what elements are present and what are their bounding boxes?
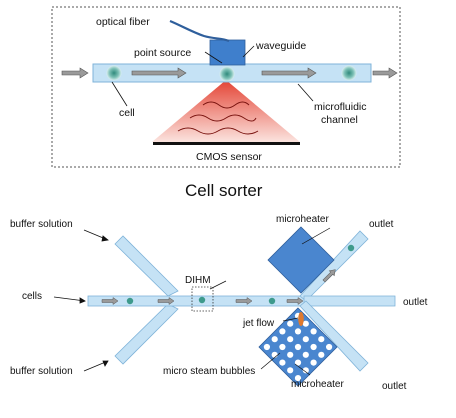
optical-fiber [169,19,230,43]
top-diagram: optical fiber point source waveguide cel… [51,6,401,168]
waveguide-block [209,39,246,66]
label-microheater-bottom: microheater [291,379,344,390]
steam-bubble [271,336,278,343]
label-cmos-sensor: CMOS sensor [196,151,262,163]
flow-arrow [131,67,187,79]
channel-inlet-top [114,235,179,297]
steam-bubble [279,359,286,366]
channel-inlet-bottom [114,303,179,365]
leader-line [204,51,223,64]
section-title: Cell sorter [185,181,263,200]
steam-bubble [302,351,309,358]
cmos-sensor-bar [153,142,300,145]
flow-arrow [157,297,175,305]
leader-line [111,81,128,107]
label-microfluidic: microfluidic [314,101,367,113]
channel-outlet-bottom [299,300,369,372]
steam-bubble [287,336,294,343]
interference-line [189,114,257,122]
label-dihm: DIHM [185,275,211,286]
cell [126,297,134,305]
steam-bubble [310,359,317,366]
pointer-arrow [83,229,109,242]
microheater-bottom [258,307,338,387]
label-waveguide: waveguide [255,40,306,52]
cell [341,65,357,81]
steam-bubble [271,351,278,358]
channel-outlet-middle [303,295,396,307]
flow-arrow [372,67,398,79]
cell [347,244,355,252]
label-outlet-top: outlet [369,219,394,230]
label-channel: channel [321,114,358,126]
label-jet-flow: jet flow [242,318,275,329]
leader-line [209,280,227,290]
interference-line [202,101,250,109]
top-dashed-frame [51,6,401,168]
cell [268,297,276,305]
cell [106,65,122,81]
flow-arrow [322,269,336,283]
cell [219,66,235,82]
light-cone [152,80,300,142]
steam-bubble [294,359,302,366]
dihm-box [191,286,214,312]
steam-bubble [294,375,302,382]
steam-bubble [302,336,309,343]
interference-line [177,127,259,135]
steam-bubble [287,320,294,327]
leader-line [242,45,255,58]
steam-bubble [279,328,286,335]
steam-bubble [294,343,302,351]
microheater-top [267,226,335,294]
label-point-source: point source [134,47,191,59]
leader-line [297,83,314,102]
pointer-arrow [53,296,86,304]
steam-bubble [287,367,294,374]
steam-bubble [302,320,309,327]
leader-line [294,363,311,376]
jet-flow-marker [298,312,304,326]
leader-line [301,227,331,245]
steam-bubble [294,328,302,335]
label-buffer-solution-top: buffer solution [10,219,73,230]
flow-arrow [61,67,89,79]
steam-bubble [302,367,309,374]
label-cell: cell [119,107,135,119]
flow-arrow [101,297,119,305]
steam-bubble [287,351,294,358]
cell [198,296,206,304]
steam-bubble [310,328,317,335]
label-outlet-middle: outlet [403,297,428,308]
flow-arrow [286,297,304,305]
steam-bubble [318,336,325,343]
steam-bubble [326,343,333,351]
label-optical-fiber: optical fiber [96,16,150,28]
label-cells: cells [22,291,42,302]
label-buffer-solution-bottom: buffer solution [10,366,73,377]
leader-line [260,352,281,370]
steam-bubble [310,343,317,351]
label-microheater-top: microheater [276,214,329,225]
flow-arrow [261,67,317,79]
bottom-diagram: buffer solution cells buffer solution DI… [10,214,428,392]
leader-line [282,317,299,322]
flow-arrow [235,297,253,305]
steam-bubble [263,343,270,351]
label-outlet-bottom: outlet [382,381,407,392]
steam-bubble [279,343,286,351]
pointer-arrow [83,360,109,372]
label-micro-steam-bubbles: micro steam bubbles [163,366,255,377]
steam-bubble [318,351,325,358]
